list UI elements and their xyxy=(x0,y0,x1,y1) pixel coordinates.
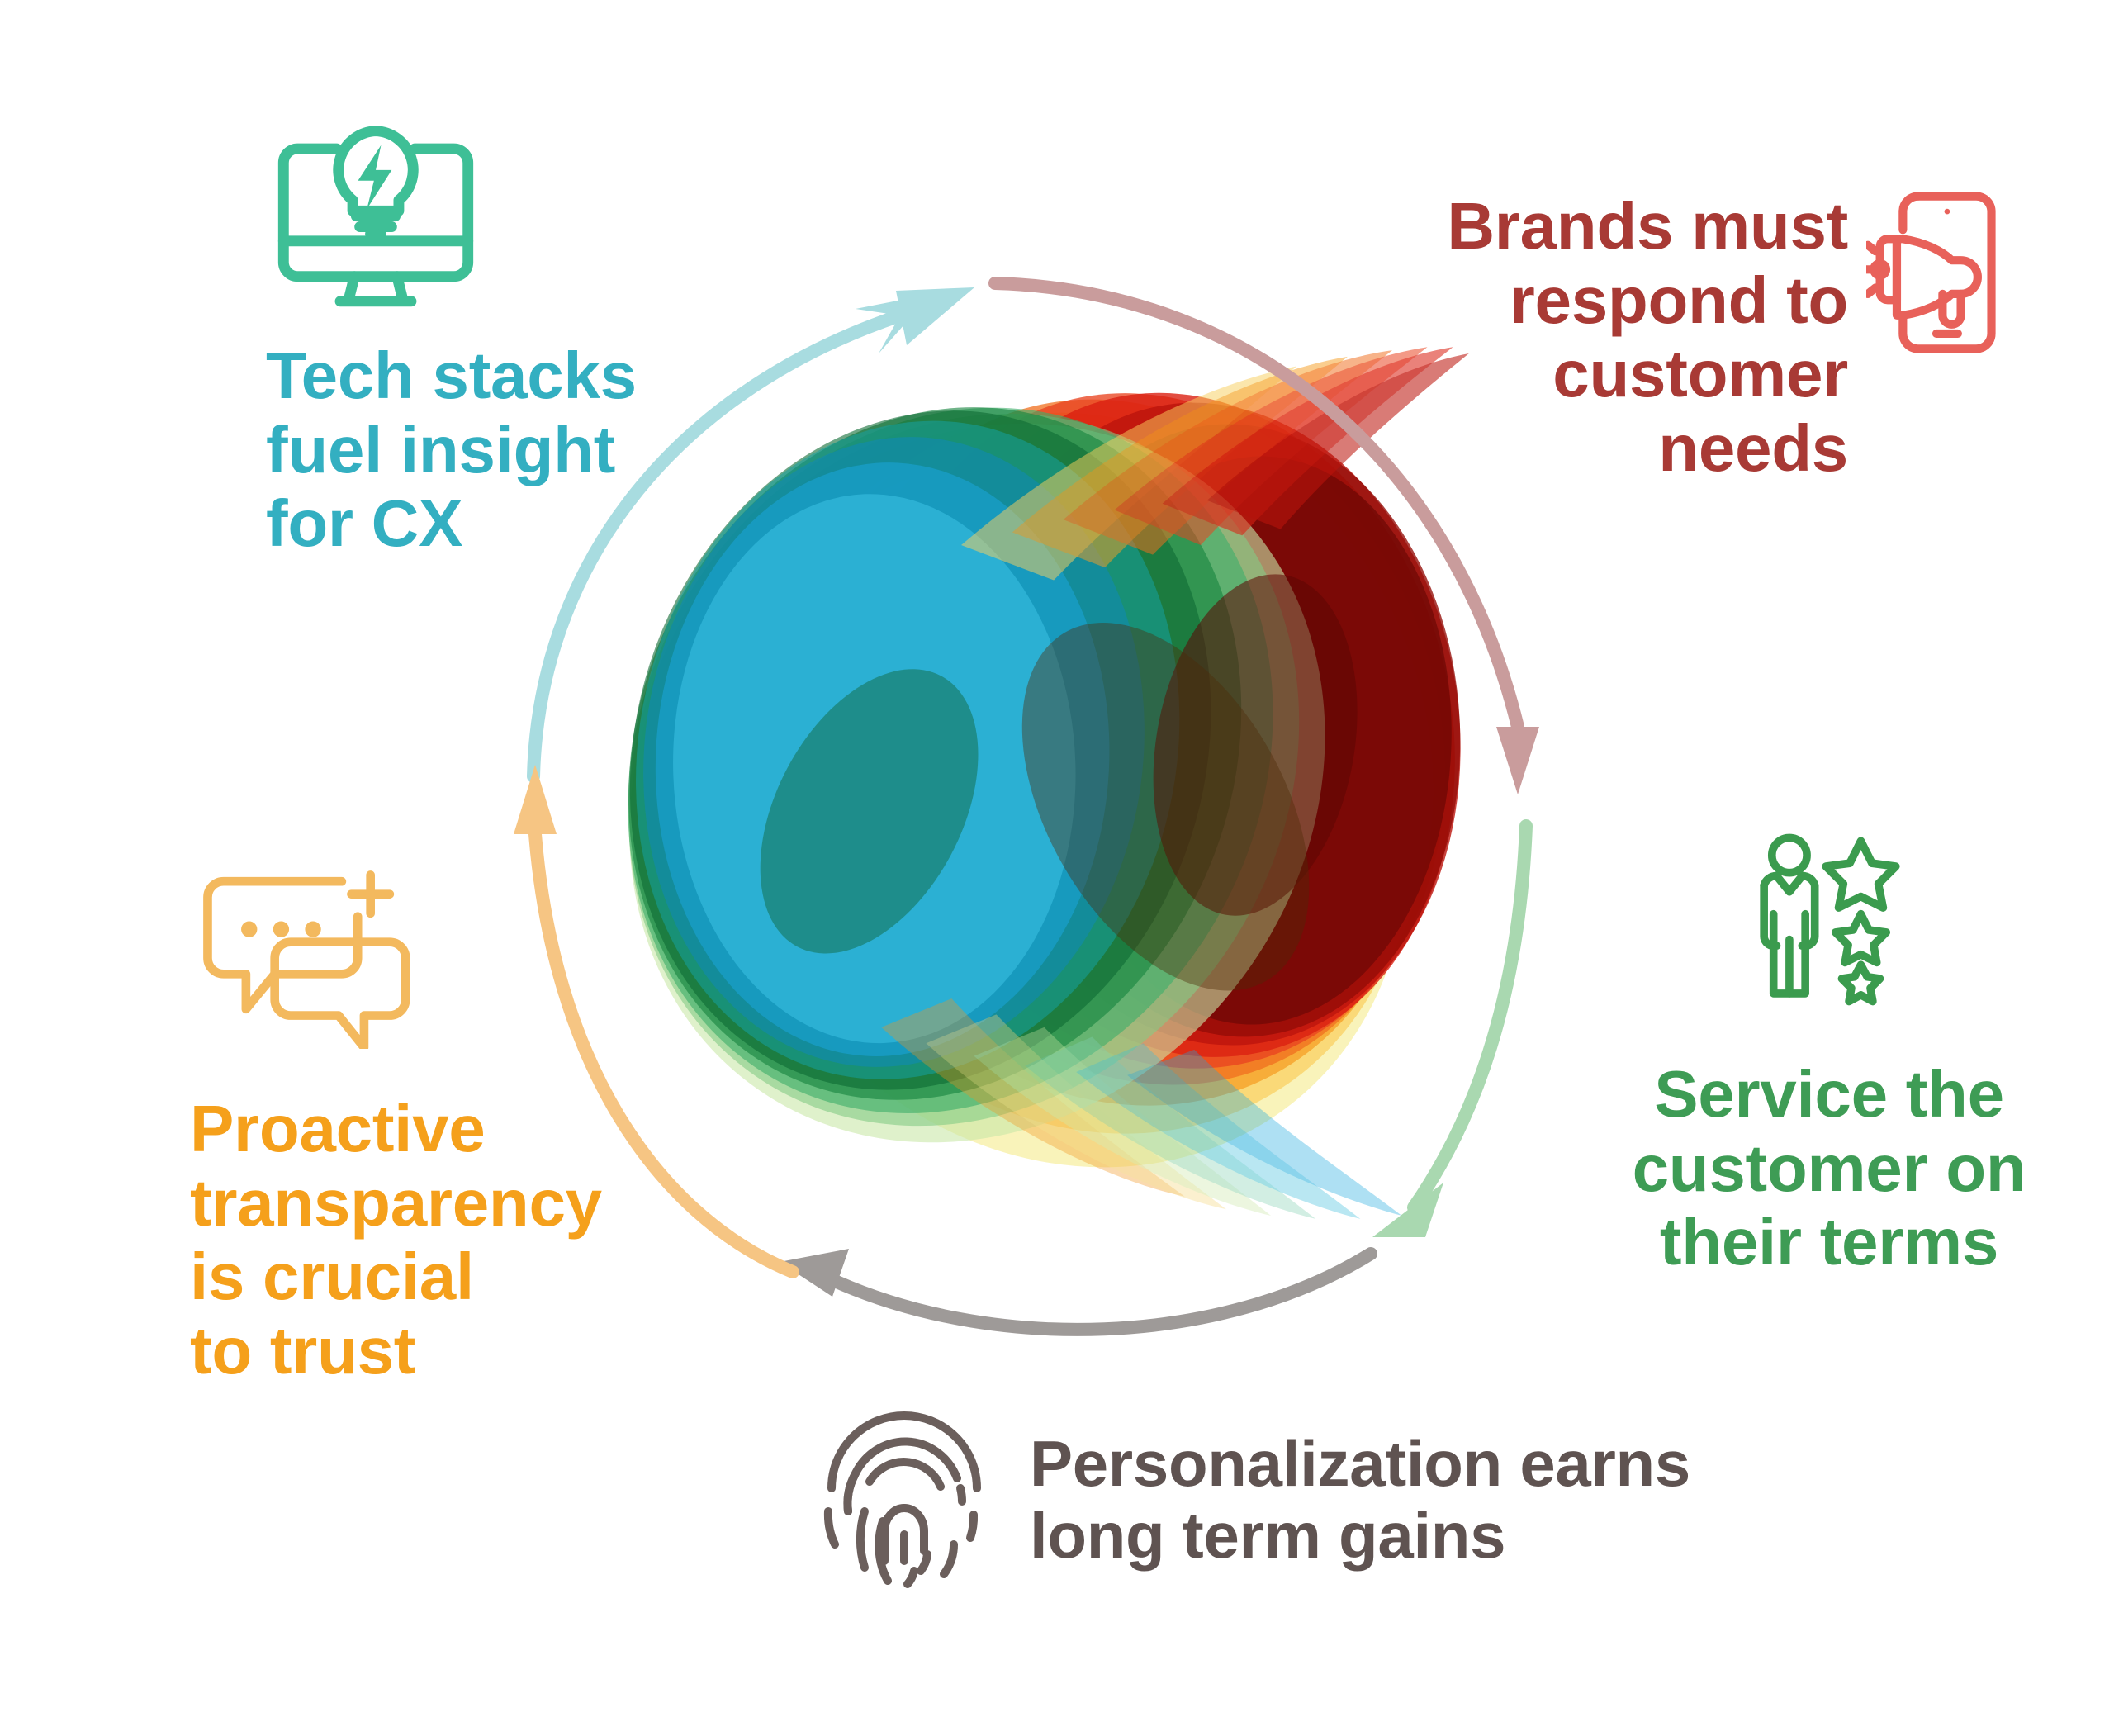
fingerprint-icon xyxy=(822,1408,987,1591)
node-tech-stacks-label: Tech stacks fuel insight for CX xyxy=(266,339,637,561)
node-service-customer: Service the customer on their terms xyxy=(1614,830,2044,1279)
person-star-rating-icon xyxy=(1747,830,1912,1008)
node-proactive-transparency-label: Proactive transparency is crucial to tru… xyxy=(190,1092,602,1387)
monitor-lightbulb-icon xyxy=(269,124,482,315)
node-brands-respond: Brands must respond to customer needs xyxy=(1354,186,2007,485)
chat-bubbles-plus-icon xyxy=(195,867,434,1049)
node-personalization: Personalization earns long term gains xyxy=(822,1408,1763,1591)
node-proactive-transparency: Proactive transparency is crucial to tru… xyxy=(190,867,669,1387)
smartphone-megaphone-icon xyxy=(1866,186,2007,359)
node-personalization-label: Personalization earns long term gains xyxy=(1030,1426,1690,1572)
node-brands-respond-label: Brands must respond to customer needs xyxy=(1447,189,1848,485)
node-tech-stacks: Tech stacks fuel insight for CX xyxy=(266,124,695,561)
node-service-customer-label: Service the customer on their terms xyxy=(1632,1057,2026,1279)
